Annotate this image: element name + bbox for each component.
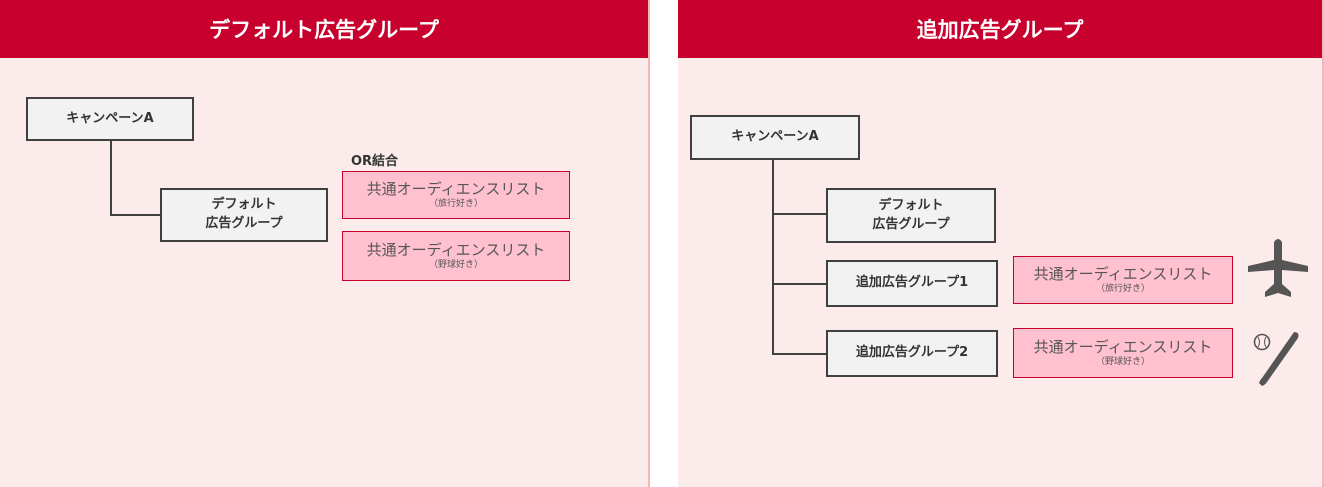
connector-line (110, 214, 160, 216)
connector-line (772, 213, 826, 215)
audience-list-box: 共通オーディエンスリスト （旅行好き） (342, 171, 570, 219)
default-ad-group-node: デフォルト 広告グループ (160, 188, 328, 242)
airplane-icon (1248, 239, 1308, 297)
campaign-label: キャンペーンA (66, 110, 154, 126)
audience-name: 共通オーディエンスリスト (1033, 337, 1213, 356)
ad-group-label-line2: 広告グループ (872, 216, 950, 232)
audience-list-box: 共通オーディエンスリスト （旅行好き） (1013, 256, 1233, 304)
audience-note: （野球好き） (428, 259, 483, 270)
ad-group-label-line1: デフォルト (878, 197, 944, 213)
additional-ad-group-panel: 追加広告グループ キャンペーンA デフォルト 広告グループ 追加広告グループ1 … (678, 0, 1324, 487)
connector-line (110, 141, 112, 215)
campaign-node: キャンペーンA (26, 97, 194, 141)
ad-group-label-line1: デフォルト (211, 197, 277, 213)
default-ad-group-node: デフォルト 広告グループ (826, 188, 996, 243)
audience-note: （旅行好き） (1095, 283, 1150, 294)
audience-name: 共通オーディエンスリスト (366, 179, 546, 198)
audience-note: （野球好き） (1095, 356, 1150, 367)
ad-group-name: 追加広告グループ2 (855, 345, 969, 361)
additional-ad-group-1-node: 追加広告グループ1 (826, 260, 998, 307)
ad-group-name: 追加広告グループ1 (855, 275, 969, 291)
ad-group-label-line2: 広告グループ (205, 216, 283, 231)
connector-line (772, 353, 826, 355)
audience-name: 共通オーディエンスリスト (366, 240, 546, 259)
audience-name: 共通オーディエンスリスト (1033, 264, 1213, 283)
additional-ad-group-2-node: 追加広告グループ2 (826, 330, 998, 377)
panel-header: 追加広告グループ (678, 0, 1322, 58)
audience-list-box: 共通オーディエンスリスト （野球好き） (1013, 328, 1233, 378)
connector-line (772, 283, 826, 285)
or-combine-label: OR結合 (351, 154, 399, 169)
campaign-node: キャンペーンA (690, 115, 860, 160)
campaign-label: キャンペーンA (731, 129, 819, 145)
audience-list-box: 共通オーディエンスリスト （野球好き） (342, 231, 570, 281)
connector-line (772, 160, 774, 354)
default-ad-group-panel: デフォルト広告グループ キャンペーンA デフォルト 広告グループ OR結合 共通… (0, 0, 650, 487)
baseball-icon (1253, 332, 1299, 386)
panel-header: デフォルト広告グループ (0, 0, 648, 58)
audience-note: （旅行好き） (428, 198, 483, 209)
